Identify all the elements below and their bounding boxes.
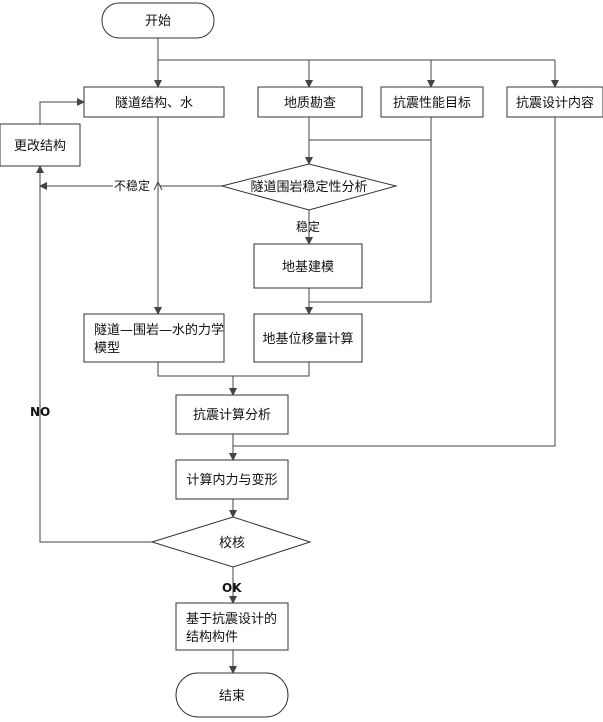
mechanics-model-label-line1: 隧道—围岩—水的力学: [94, 322, 224, 338]
edge-check-no: [36, 165, 152, 543]
node-seismic-target: 抗震性能目标: [380, 86, 484, 118]
node-foundation-modeling: 地基建模: [253, 243, 363, 289]
internal-force-label: 计算内力与变形: [186, 472, 277, 488]
node-start: 开始: [101, 2, 215, 39]
node-internal-force: 计算内力与变形: [175, 459, 289, 500]
node-seismic-calc: 抗震计算分析: [175, 394, 289, 435]
edge-start-bus: [157, 38, 555, 61]
foundation-modeling-label: 地基建模: [282, 260, 334, 275]
edge-label-no: NO: [30, 405, 50, 419]
mechanics-model-label-line2: 模型: [94, 341, 120, 356]
node-structural-component: 基于抗震设计的 结构构件: [175, 602, 289, 651]
node-modify-structure: 更改结构: [0, 123, 81, 167]
foundation-displacement-label: 地基位移量计算: [262, 332, 353, 347]
edge-design-content-merge: [233, 117, 556, 447]
node-check: 校核: [150, 516, 312, 568]
edge-label-ok: OK: [222, 581, 242, 595]
node-tunnel-structure: 隧道结构、水: [83, 86, 225, 118]
edge-label-unstable-tick: [153, 180, 163, 191]
modify-structure-label: 更改结构: [14, 139, 66, 154]
node-stability-analysis: 隧道围岩稳定性分析: [220, 163, 398, 211]
end-label: 结束: [219, 689, 245, 704]
edge-label-stable: 稳定: [296, 219, 320, 234]
start-label: 开始: [145, 14, 171, 29]
node-mechanics-model: 隧道—围岩—水的力学 模型: [83, 313, 225, 363]
edge-merge-model-displacement: [157, 362, 310, 377]
node-end: 结束: [175, 672, 289, 718]
check-label: 校核: [219, 535, 245, 551]
edge-target-to-displacement: [309, 140, 432, 303]
node-geological-survey: 地质勘查: [257, 86, 363, 118]
edge-label-unstable: 不稳定: [114, 178, 150, 193]
edge-modify-to-structure: [39, 98, 85, 124]
node-foundation-displacement: 地基位移量计算: [253, 313, 363, 363]
node-seismic-design-content: 抗震设计内容: [506, 86, 603, 118]
seismic-calc-label: 抗震计算分析: [193, 408, 271, 423]
tunnel-structure-label: 隧道结构、水: [115, 95, 193, 111]
seismic-target-label: 抗震性能目标: [393, 96, 471, 111]
component-label-line2: 结构构件: [186, 630, 238, 645]
stability-analysis-label: 隧道围岩稳定性分析: [250, 179, 367, 195]
edge-target-merge: [309, 117, 432, 141]
seismic-design-content-label: 抗震设计内容: [516, 95, 594, 111]
component-label-line1: 基于抗震设计的: [186, 611, 277, 627]
geological-survey-label: 地质勘查: [284, 96, 336, 111]
connectors: [36, 38, 559, 674]
